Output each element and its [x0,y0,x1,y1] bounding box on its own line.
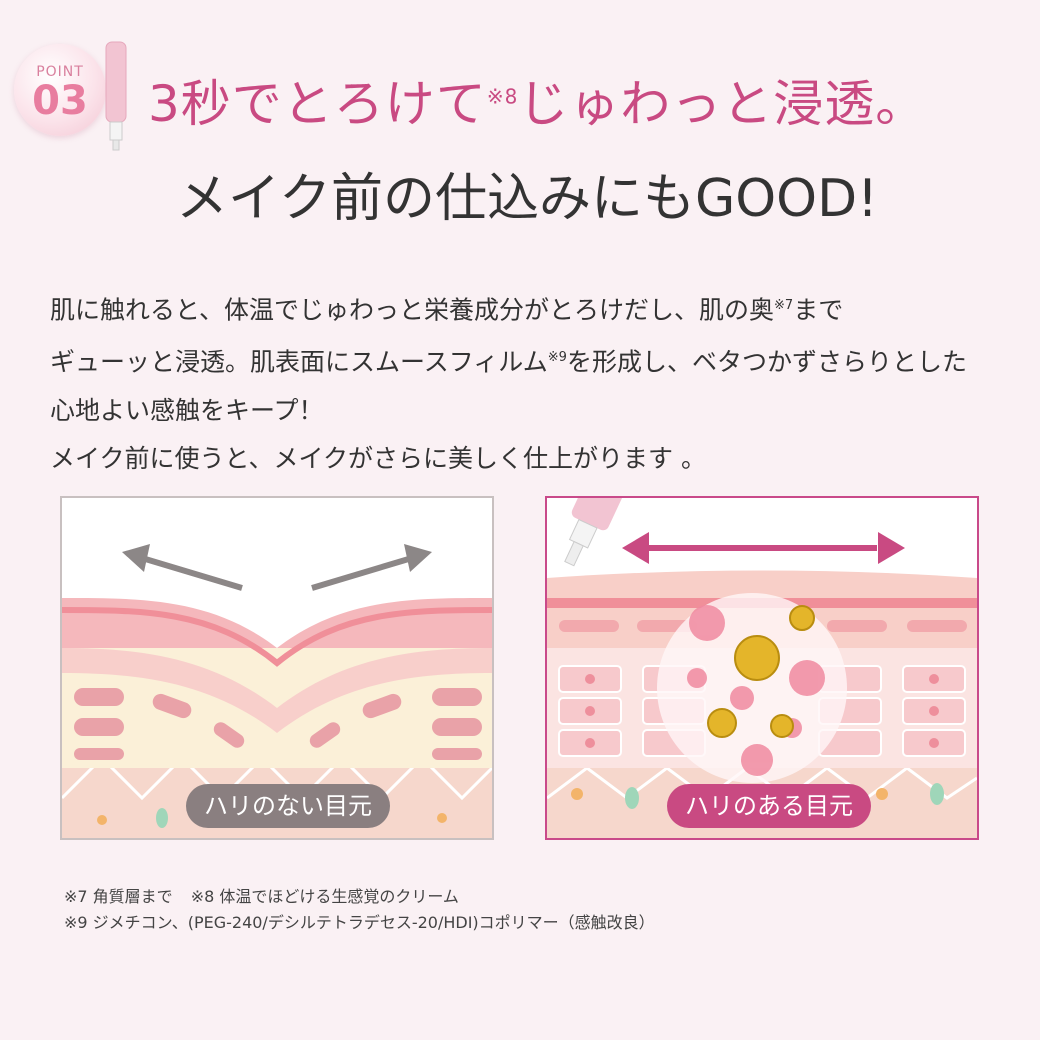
text: まで [793,295,844,325]
text: を形成し、ベタつかずさらりとした [566,347,967,377]
footnote-7: ※7 角質層まで [64,887,173,906]
footnote-8: ※8 体温でほどける生感覚のクリーム [190,887,459,906]
text: ギューッと浸透。肌表面にスムースフィルム [50,347,548,377]
footnote-9: ※9 ジメチコン、(PEG-240/デシルテトラデセス-20/HDI)コポリマー… [64,913,655,932]
description-line: メイク前に使うと、メイクがさらに美しく仕上がります 。 [50,443,706,473]
headline-line-2: メイク前の仕込みにもGOOD! [176,169,879,229]
badge-label: POINT [36,64,84,80]
headline-part: じゅわっと浸透。 [518,75,927,133]
panel-with-firmness: ハリのある目元 [545,496,979,840]
description: 肌に触れると、体温でじゅわっと栄養成分がとろけだし、肌の奥※7まで ギューッと浸… [50,282,1010,483]
point-badge: POINT 03 [14,44,106,136]
description-line: ギューッと浸透。肌表面にスムースフィルム※9を形成し、ベタつかずさらりとした [50,334,1010,386]
headline-line-1: 3秒でとろけて※8じゅわっと浸透。 [148,64,926,136]
footnotes: ※7 角質層まで ※8 体温でほどける生感覚のクリーム ※9 ジメチコン、(PEG… [64,884,655,936]
description-line: 心地よい感触をキープ！ [50,395,324,425]
footnote-mark: ※7 [774,298,794,313]
label-with-firmness: ハリのある目元 [667,784,871,828]
headline-footnote-mark: ※8 [486,84,519,109]
footnote-line: ※7 角質層まで ※8 体温でほどける生感覚のクリーム [64,884,655,910]
label-without-firmness: ハリのない目元 [186,784,390,828]
cream-tube-icon [105,41,127,151]
description-line: 肌に触れると、体温でじゅわっと栄養成分がとろけだし、肌の奥※7まで [50,282,1010,334]
panel-without-firmness: ハリのない目元 [60,496,494,840]
badge-number: 03 [32,78,88,124]
footnote-mark: ※9 [547,350,567,366]
skin-diagram-sagging [62,498,492,838]
text: 肌に触れると、体温でじゅわっと栄養成分がとろけだし、肌の奥 [50,295,775,325]
headline-part: 3秒でとろけて [148,75,487,133]
